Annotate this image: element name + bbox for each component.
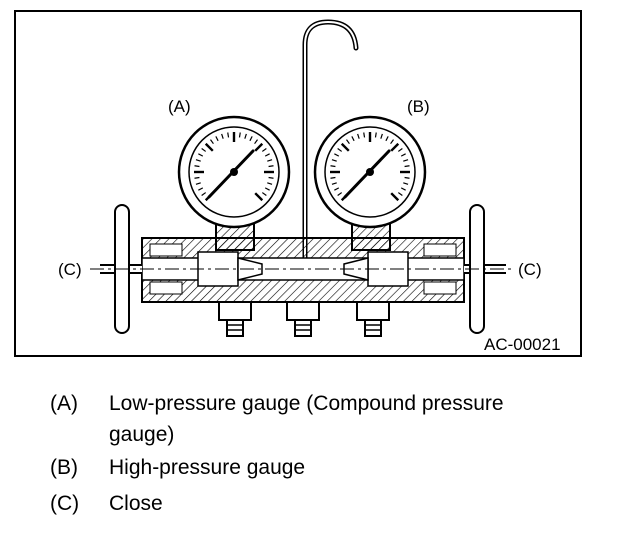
gauge-tick bbox=[215, 136, 219, 142]
gauge-tick bbox=[264, 187, 270, 191]
legend-text: Close bbox=[109, 492, 163, 515]
gauge-tick bbox=[404, 165, 410, 168]
gauge-tick bbox=[238, 132, 241, 138]
gauge-tick bbox=[363, 132, 366, 138]
gauge-tick bbox=[195, 159, 201, 162]
gauge-tick bbox=[249, 136, 253, 142]
manifold-gauge-diagram: (A) (B) (C) (C) AC-00021 bbox=[58, 19, 561, 354]
gauge-tick bbox=[357, 133, 360, 139]
gauge-tick bbox=[194, 165, 200, 168]
gauge-tick bbox=[198, 187, 204, 191]
gauge-tick bbox=[385, 136, 389, 142]
gauge-tick bbox=[337, 192, 343, 196]
gauge-tick bbox=[334, 153, 340, 157]
gauge-tick bbox=[340, 142, 350, 152]
gauge-tick bbox=[390, 192, 400, 202]
gauge-tick bbox=[390, 139, 394, 145]
legend-key: (C) bbox=[50, 492, 80, 515]
gauge-tick bbox=[380, 133, 383, 139]
gauge-tick bbox=[346, 139, 350, 145]
gauge-tick bbox=[201, 192, 207, 196]
callout-b: (B) bbox=[407, 97, 430, 116]
high-pressure-gauge bbox=[313, 115, 427, 229]
gauge-tick bbox=[397, 192, 403, 196]
center-fitting bbox=[286, 301, 320, 337]
gauge-tick bbox=[227, 132, 230, 138]
gauge-tick bbox=[331, 159, 337, 162]
manifold-body bbox=[141, 237, 465, 303]
gauge-tick bbox=[267, 182, 273, 185]
gauge-tick bbox=[351, 136, 355, 142]
gauge-tick bbox=[261, 148, 267, 152]
gauge-tick bbox=[264, 153, 270, 157]
gauge-tick bbox=[267, 159, 273, 162]
legend-text: Low-pressure gauge (Compound pressure ga… bbox=[109, 388, 589, 450]
low-side-fitting bbox=[218, 301, 252, 337]
gauge-tick bbox=[254, 192, 264, 202]
gauge-tick bbox=[403, 159, 409, 162]
gauge-tick bbox=[330, 176, 336, 179]
gauge-tick bbox=[337, 148, 343, 152]
gauge-tick bbox=[331, 182, 337, 185]
gauge-tick bbox=[404, 176, 410, 179]
gauge-tick bbox=[204, 142, 214, 152]
figure-frame bbox=[14, 10, 582, 357]
gauge-tick bbox=[403, 182, 409, 185]
high-side-fitting bbox=[356, 301, 390, 337]
legend-text: High-pressure gauge bbox=[109, 456, 306, 479]
gauge-tick bbox=[254, 142, 264, 152]
gauge-tick bbox=[195, 182, 201, 185]
gauge-tick bbox=[198, 153, 204, 157]
gauge-tick bbox=[201, 148, 207, 152]
gauge-tick bbox=[330, 165, 336, 168]
low-pressure-gauge bbox=[177, 115, 291, 229]
legend-key: (A) bbox=[50, 392, 78, 415]
gauge-tick bbox=[400, 153, 406, 157]
callout-a: (A) bbox=[168, 97, 191, 116]
gauge-tick bbox=[268, 165, 274, 168]
gauge-tick bbox=[400, 187, 406, 191]
gauge-tick bbox=[374, 132, 377, 138]
gauge-tick bbox=[334, 187, 340, 191]
figure-code: AC-00021 bbox=[484, 335, 561, 354]
gauge-tick bbox=[244, 133, 247, 139]
gauge-tick bbox=[254, 139, 258, 145]
legend-text-line: Low-pressure gauge (Compound pressure bbox=[109, 392, 504, 415]
gauge-tick bbox=[268, 176, 274, 179]
gauge-tick bbox=[210, 139, 214, 145]
gauge-tick bbox=[221, 133, 224, 139]
callout-c-left: (C) bbox=[58, 260, 82, 279]
gauge-tick bbox=[397, 148, 403, 152]
legend-key: (B) bbox=[50, 456, 78, 479]
callout-c-right: (C) bbox=[518, 260, 542, 279]
gauge-tick bbox=[390, 142, 400, 152]
gauge-tick bbox=[194, 176, 200, 179]
legend-text-line: gauge) bbox=[109, 423, 175, 446]
gauge-tick bbox=[261, 192, 267, 196]
